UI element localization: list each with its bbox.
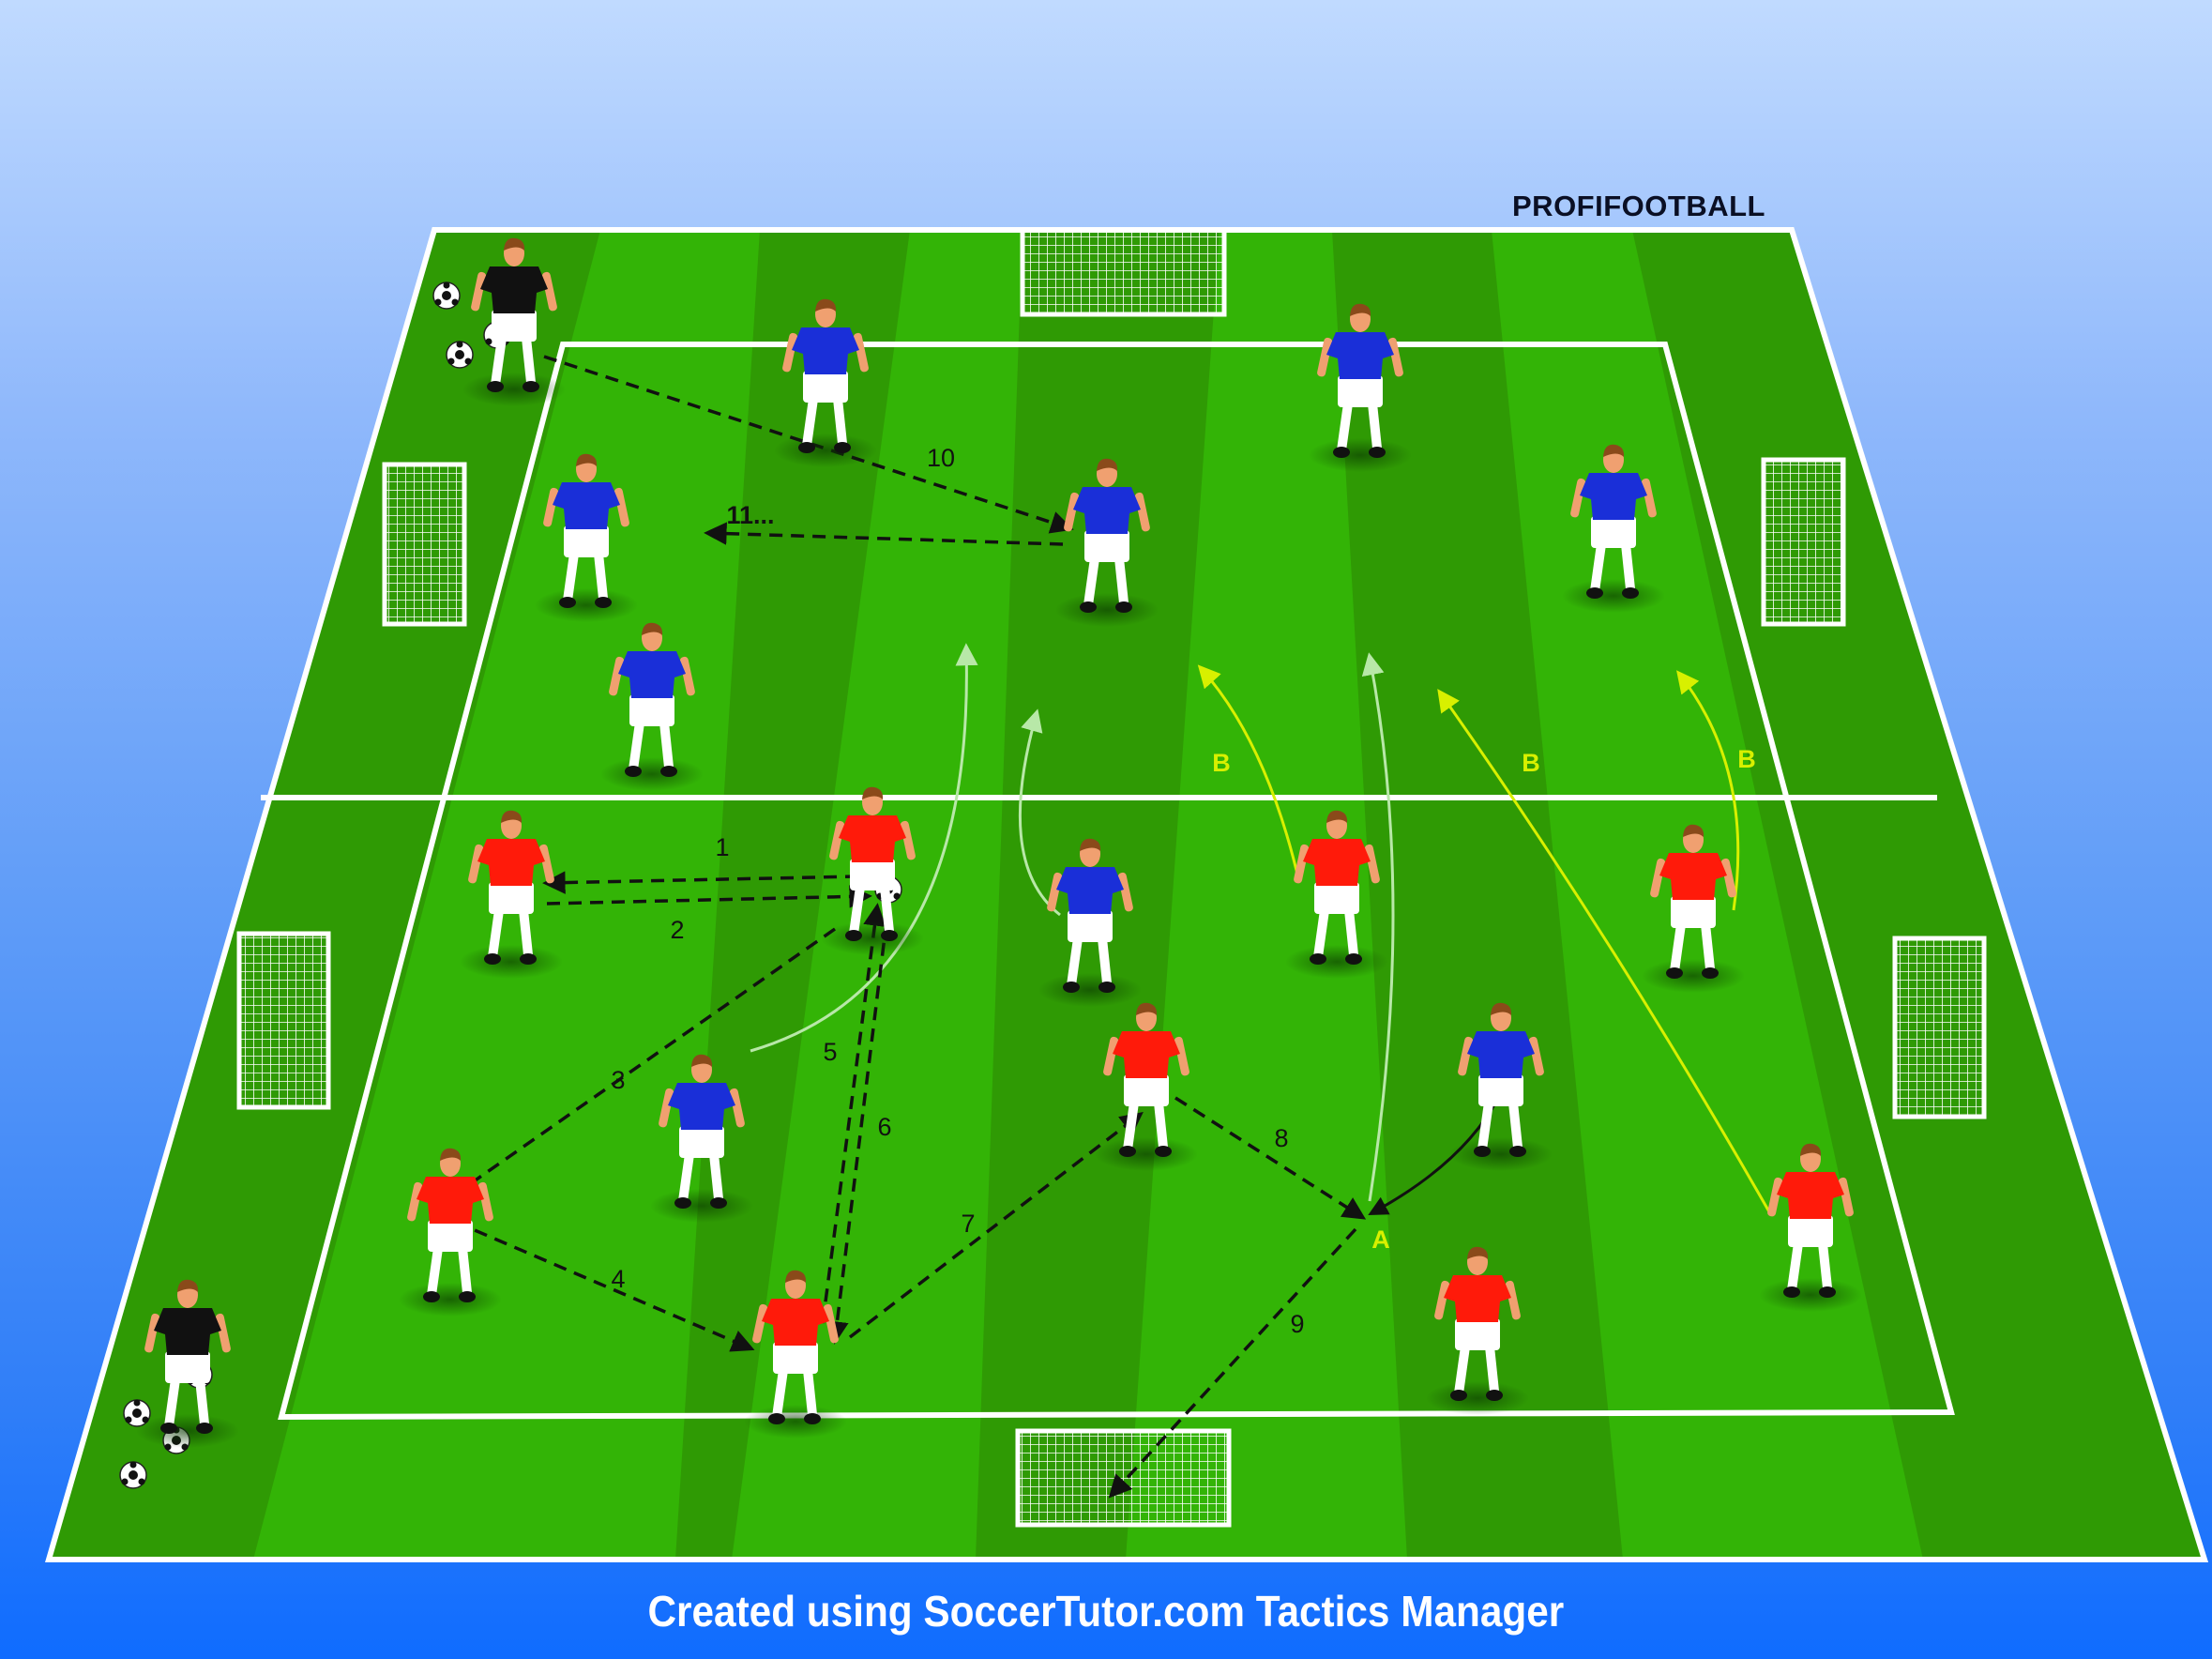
pass-number-label: 10 [927, 444, 955, 472]
passes [441, 355, 1367, 1499]
blue-player-icon [774, 298, 877, 467]
run-white-1 [750, 643, 978, 1053]
blue-player-icon [1038, 838, 1142, 1007]
run-label-a: A [1371, 1225, 1390, 1254]
blue-player-icon [1562, 444, 1665, 613]
pass-arrow-5 [821, 903, 886, 1324]
pass-number-label: 11... [726, 501, 774, 529]
pass-arrow-11 [704, 522, 1064, 546]
run-label-b: B [1737, 745, 1756, 773]
pass-number-label: 2 [670, 916, 684, 944]
pass-arrow-3 [441, 927, 837, 1204]
red-player-icon [460, 810, 563, 979]
soccer-ball-icon [432, 282, 461, 310]
labels: 1 2 3 4 5 6 7 8 9 10 11... A B B B [611, 444, 1755, 1338]
run-yellow-b3 [1676, 670, 1740, 911]
pass-number-label: 1 [715, 833, 729, 861]
right-top-mini-goal-icon [1761, 457, 1846, 627]
soccer-ball-icon [119, 1461, 147, 1489]
red-player-icon [1642, 824, 1745, 993]
red-player-icon [744, 1270, 847, 1438]
pass-arrow-4 [454, 1220, 755, 1352]
blue-player-icon [1055, 458, 1159, 627]
pitch-lines [45, 227, 2209, 1562]
pass-arrow-10 [543, 355, 1074, 534]
watermark-text: PROFIFOOTBALL [1512, 190, 1765, 222]
pass-number-label: 9 [1290, 1310, 1304, 1338]
pass-number-label: 5 [823, 1038, 837, 1066]
red-player-icon [1285, 810, 1388, 979]
red-player-icon [821, 786, 924, 955]
pass-arrow-8 [1174, 1096, 1367, 1220]
outer-boundary [45, 227, 2209, 1562]
soccer-ball-icon [446, 341, 474, 369]
pass-arrow-1 [542, 871, 859, 894]
red-player-icon [399, 1148, 502, 1317]
bottom-center-goal-icon [1015, 1428, 1232, 1528]
left-top-mini-goal-icon [382, 462, 467, 627]
run-yellow-b1 [1197, 664, 1301, 883]
player-runs [750, 643, 1773, 1216]
pass-number-label: 6 [877, 1113, 891, 1141]
pass-number-label: 8 [1274, 1124, 1288, 1152]
pass-number-label: 7 [961, 1210, 975, 1238]
footer-credit-text: Created using SoccerTutor.com Tactics Ma… [647, 1586, 1565, 1636]
blue-player-icon [1449, 1002, 1553, 1171]
blue-player-icon [1309, 303, 1412, 472]
inner-area [278, 342, 1955, 1421]
coach-icon [136, 1279, 239, 1448]
blue-player-icon [650, 1054, 753, 1223]
right-bottom-mini-goal-icon [1892, 936, 1987, 1119]
blue-player-icon [600, 622, 704, 791]
pass-arrow-6 [826, 921, 888, 1345]
soccer-ball-icon [123, 1399, 151, 1427]
players [136, 237, 1862, 1448]
run-white-2 [1018, 708, 1061, 917]
left-bottom-mini-goal-icon [236, 931, 331, 1110]
pass-number-label: 3 [611, 1066, 625, 1094]
coach-icon [462, 237, 566, 406]
run-label-b: B [1212, 749, 1231, 777]
run-label-b: B [1522, 749, 1540, 777]
footer-banner: Created using SoccerTutor.com Tactics Ma… [0, 1562, 2212, 1659]
pass-arrow-2 [546, 885, 872, 908]
run-yellow-b2 [1437, 689, 1773, 1216]
red-player-icon [1759, 1143, 1862, 1312]
red-player-icon [1095, 1002, 1198, 1171]
pass-arrow-9 [1108, 1227, 1357, 1499]
pass-arrow-7 [848, 1112, 1144, 1339]
top-center-goal-icon [1020, 227, 1227, 317]
run-white-3 [1361, 652, 1395, 1202]
pass-number-label: 4 [611, 1265, 625, 1293]
blue-player-icon [535, 453, 638, 622]
red-player-icon [1426, 1246, 1529, 1415]
